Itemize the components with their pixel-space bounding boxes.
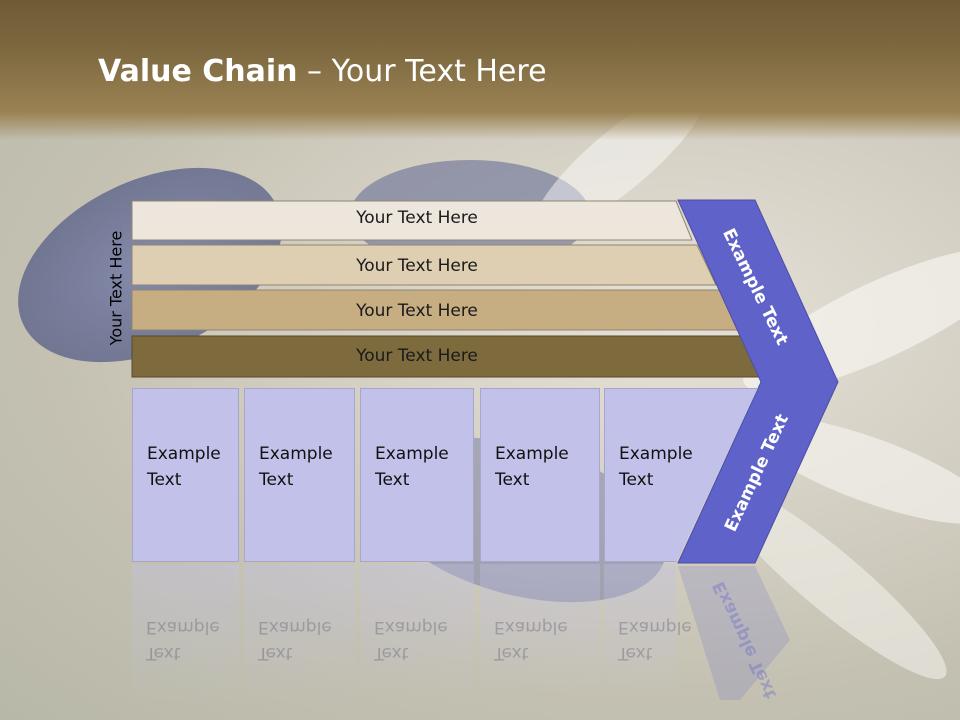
box-4-line2: Text (495, 470, 530, 490)
chevron-arrow-shape (677, 199, 839, 564)
chevron-reflection-shape (678, 566, 790, 700)
box-1-line2: Text (147, 470, 182, 490)
box-3-line1: Example (375, 444, 449, 464)
box-5-refl-line2: Text (618, 643, 653, 663)
box-3-refl-line2: Text (374, 643, 409, 663)
bar-4-label: Your Text Here (356, 346, 478, 366)
title-bold: Value Chain (98, 54, 298, 89)
box-5-refl-line1: Example (618, 617, 692, 637)
box-1-reflection: Text Example (132, 564, 239, 704)
slide-title: Value Chain – Your Text Here (98, 54, 547, 89)
box-4-reflection: Text Example (480, 564, 600, 704)
box-1-refl-line1: Example (146, 617, 220, 637)
box-2-line2: Text (259, 470, 294, 490)
title-rest: – Your Text Here (297, 54, 547, 89)
box-2-line1: Example (259, 444, 333, 464)
box-2-refl-line2: Text (258, 643, 293, 663)
box-4-line1: Example (495, 444, 569, 464)
box-4-refl-line1: Example (494, 617, 568, 637)
box-3-line2: Text (375, 470, 410, 490)
box-5-reflection: Text Example (604, 564, 692, 704)
box-2-refl-line1: Example (258, 617, 332, 637)
box-3-refl-line1: Example (374, 617, 448, 637)
box-4-refl-line2: Text (494, 643, 529, 663)
header-band (0, 0, 960, 140)
bar-2-shape (131, 244, 717, 286)
box-1-line1: Example (147, 444, 221, 464)
bar-3-label: Your Text Here (356, 301, 478, 321)
box-1-refl-line2: Text (146, 643, 181, 663)
box-5-line2: Text (619, 470, 654, 490)
box-5-line1: Example (619, 444, 693, 464)
box-3-reflection: Text Example (360, 564, 474, 704)
bar-1-label: Your Text Here (356, 208, 478, 228)
box-2-reflection: Text Example (244, 564, 355, 704)
bar-2-label: Your Text Here (356, 256, 478, 276)
bar-1-shape (131, 200, 693, 241)
